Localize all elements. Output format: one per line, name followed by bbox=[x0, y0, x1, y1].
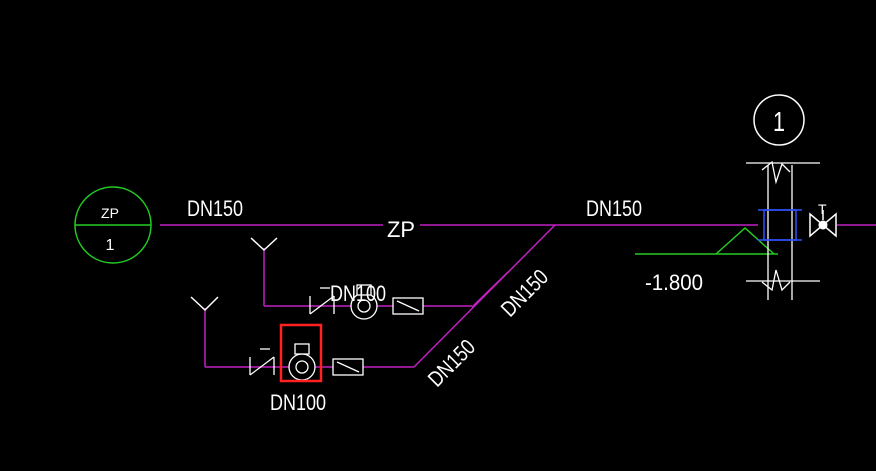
lower-branch-label: DN100 bbox=[270, 390, 326, 415]
lower-vent-funnel-icon bbox=[190, 296, 219, 312]
upper-vent-funnel-icon bbox=[250, 237, 278, 252]
lower-flow-meter-icon bbox=[332, 358, 364, 376]
gate-valve-stem-dot bbox=[818, 220, 828, 230]
main-pipe-right-label: DN150 bbox=[586, 196, 642, 221]
upper-pump-icon bbox=[350, 284, 378, 320]
sleeve-box bbox=[763, 209, 797, 241]
main-pipe-left-label: DN150 bbox=[187, 196, 243, 221]
upper-flow-meter-icon bbox=[392, 297, 424, 315]
right-index-label: 1 bbox=[773, 106, 785, 137]
zp-badge-top-label: ZP bbox=[101, 205, 119, 221]
elevation-marker[interactable]: -1.800 bbox=[635, 226, 778, 295]
wall-top-break-icon bbox=[761, 160, 791, 185]
diagonal-lower-label: DN150 bbox=[423, 334, 480, 391]
wall-penetration[interactable]: 1 bbox=[746, 94, 820, 300]
diagonal-pipe-upper bbox=[471, 271, 509, 308]
diagonal-pipe-lower bbox=[413, 224, 556, 368]
elevation-label: -1.800 bbox=[645, 270, 703, 295]
gate-valve-tag: T bbox=[818, 201, 827, 217]
zp-badge[interactable]: ZP 1 bbox=[74, 186, 152, 264]
selection-highlight-box[interactable] bbox=[279, 323, 323, 383]
lower-check-valve-icon bbox=[249, 348, 275, 376]
main-pipe-center-label: ZP bbox=[387, 217, 415, 242]
upper-pump-branch[interactable] bbox=[250, 237, 472, 320]
wall-bottom-break-icon bbox=[761, 269, 791, 292]
upper-check-valve-icon bbox=[309, 287, 335, 315]
diagonal-upper-label: DN150 bbox=[496, 264, 553, 321]
elevation-triangle-icon bbox=[715, 226, 775, 255]
gate-valve-icon bbox=[809, 212, 837, 238]
lower-pump-branch[interactable] bbox=[190, 296, 414, 383]
upper-branch-label: DN100 bbox=[330, 281, 386, 306]
lower-pump-icon bbox=[288, 343, 316, 381]
diagonal-pipes[interactable] bbox=[413, 224, 556, 368]
right-index-circle bbox=[753, 94, 805, 146]
gate-valve[interactable]: T bbox=[809, 201, 837, 238]
zp-badge-bottom-label: 1 bbox=[106, 237, 115, 254]
